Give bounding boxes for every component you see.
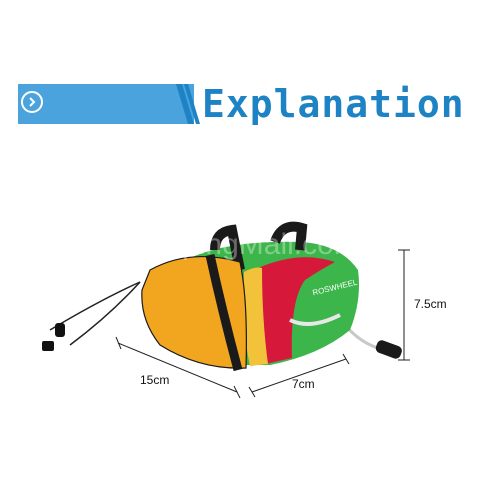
page-title: Explanation bbox=[202, 82, 465, 126]
header-banner bbox=[18, 84, 194, 124]
banner-slash-decoration bbox=[176, 84, 200, 124]
length-label: 15cm bbox=[140, 373, 170, 387]
watermark-text: ShoppingMall.com bbox=[112, 228, 359, 261]
chevron-right-icon bbox=[21, 91, 43, 113]
height-label: 7.5cm bbox=[414, 297, 447, 311]
width-label: 7cm bbox=[292, 377, 315, 391]
